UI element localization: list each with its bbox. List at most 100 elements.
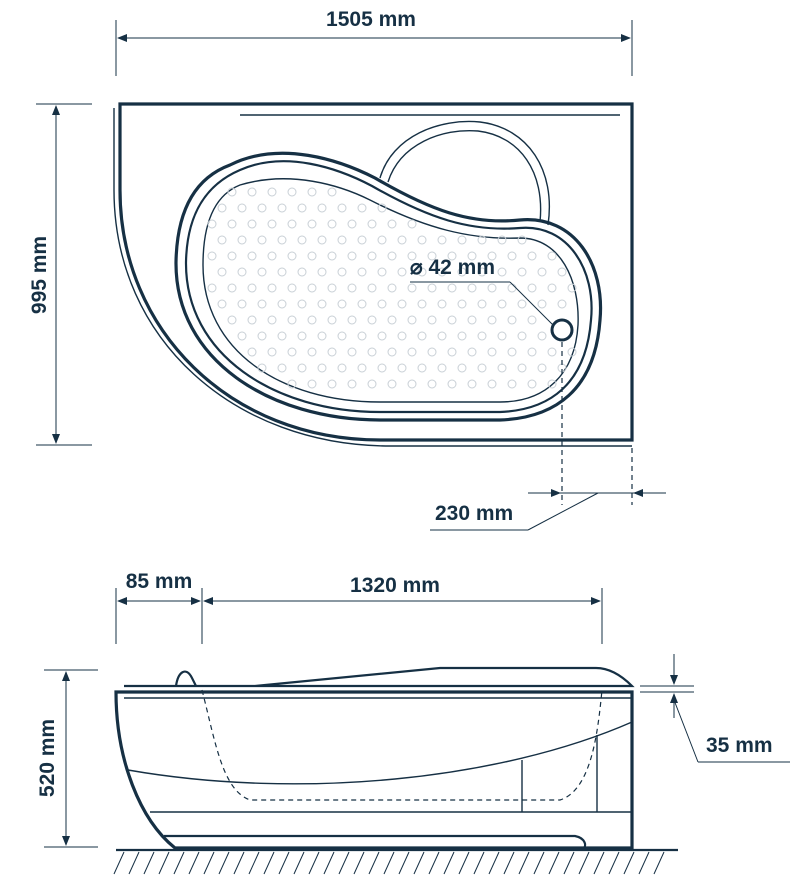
anti-slip-dot [207, 219, 217, 229]
anti-slip-dot [517, 331, 527, 341]
anti-slip-dot [237, 203, 247, 213]
anti-slip-dot [287, 251, 297, 261]
anti-slip-dot [367, 283, 377, 293]
hatch-stroke [188, 851, 200, 875]
hatch-stroke [398, 851, 410, 875]
anti-slip-dot [437, 267, 447, 277]
anti-slip-dot [477, 267, 487, 277]
inner-length-label: 1320 mm [350, 574, 440, 597]
anti-slip-dot [347, 347, 357, 357]
anti-slip-dot [537, 299, 547, 309]
anti-slip-dot [347, 379, 357, 389]
anti-slip-dot [557, 299, 567, 309]
anti-slip-dot [527, 251, 537, 261]
anti-slip-dot [487, 283, 497, 293]
floor-hatching [113, 851, 665, 875]
anti-slip-dot [457, 331, 467, 341]
headrest-inner [387, 129, 542, 223]
hatch-stroke [248, 851, 260, 875]
anti-slip-dot [307, 315, 317, 325]
hatch-stroke [518, 851, 530, 875]
anti-slip-dot [497, 235, 507, 245]
anti-slip-dot [527, 347, 537, 357]
anti-slip-dot [497, 363, 507, 373]
hatch-stroke [128, 851, 140, 875]
anti-slip-dot [557, 267, 567, 277]
anti-slip-dot [307, 219, 317, 229]
anti-slip-dot [227, 219, 237, 229]
anti-slip-dot [287, 187, 297, 197]
hatch-stroke [638, 851, 650, 875]
anti-slip-dot [427, 315, 437, 325]
anti-slip-dot [407, 251, 417, 261]
anti-slip-dot [317, 299, 327, 309]
hatch-stroke [218, 851, 230, 875]
drain-circle [550, 318, 574, 342]
anti-slip-dot [337, 235, 347, 245]
anti-slip-dot [297, 331, 307, 341]
anti-slip-dot [467, 347, 477, 357]
tub-outer-shadow [113, 108, 632, 447]
anti-slip-dot [537, 331, 547, 341]
anti-slip-dot [307, 251, 317, 261]
anti-slip-dot [387, 379, 397, 389]
hatch-stroke [263, 851, 275, 875]
height-label: 520 mm [36, 719, 59, 797]
anti-slip-dot [327, 347, 337, 357]
anti-slip-dot [237, 267, 247, 277]
anti-slip-dots [207, 187, 577, 389]
hatch-stroke [563, 851, 575, 875]
anti-slip-dot [437, 331, 447, 341]
anti-slip-dot [447, 347, 457, 357]
hatch-stroke [443, 851, 455, 875]
anti-slip-dot [227, 315, 237, 325]
anti-slip-dot [397, 267, 407, 277]
anti-slip-dot [317, 267, 327, 277]
hatch-stroke [308, 851, 320, 875]
anti-slip-dot [287, 379, 297, 389]
anti-slip-dot [247, 347, 257, 357]
anti-slip-dot [447, 283, 457, 293]
anti-slip-dot [337, 331, 347, 341]
basin-floor [202, 178, 579, 403]
anti-slip-dot [387, 251, 397, 261]
anti-slip-dot [377, 267, 387, 277]
tub-base-plinth [164, 834, 587, 851]
anti-slip-dot [407, 379, 417, 389]
hatch-stroke [623, 851, 635, 875]
hatch-stroke [548, 851, 560, 875]
anti-slip-dot [347, 219, 357, 229]
anti-slip-dot [517, 267, 527, 277]
anti-slip-dot [477, 331, 487, 341]
drain-leader-diagonal [509, 281, 554, 326]
anti-slip-dot [217, 299, 227, 309]
anti-slip-dot [227, 251, 237, 261]
anti-slip-dot [367, 379, 377, 389]
hatch-stroke [353, 851, 365, 875]
anti-slip-dot [367, 347, 377, 357]
anti-slip-dot [547, 379, 557, 389]
anti-slip-dot [267, 347, 277, 357]
anti-slip-dot [267, 283, 277, 293]
anti-slip-dot [407, 219, 417, 229]
anti-slip-dot [487, 347, 497, 357]
anti-slip-dot [257, 267, 267, 277]
anti-slip-dot [357, 363, 367, 373]
anti-slip-dot [407, 315, 417, 325]
anti-slip-dot [377, 331, 387, 341]
anti-slip-dot [247, 219, 257, 229]
anti-slip-dot [397, 331, 407, 341]
anti-slip-dot [467, 251, 477, 261]
anti-slip-dot [297, 235, 307, 245]
anti-slip-dot [247, 315, 257, 325]
anti-slip-dot [257, 299, 267, 309]
anti-slip-dot [487, 315, 497, 325]
anti-slip-dot [277, 331, 287, 341]
anti-slip-dot [217, 203, 227, 213]
anti-slip-dot [217, 235, 227, 245]
anti-slip-dot [377, 235, 387, 245]
anti-slip-dot [297, 363, 307, 373]
anti-slip-dot [387, 315, 397, 325]
rim-label: 85 mm [126, 570, 193, 593]
anti-slip-dot [337, 267, 347, 277]
